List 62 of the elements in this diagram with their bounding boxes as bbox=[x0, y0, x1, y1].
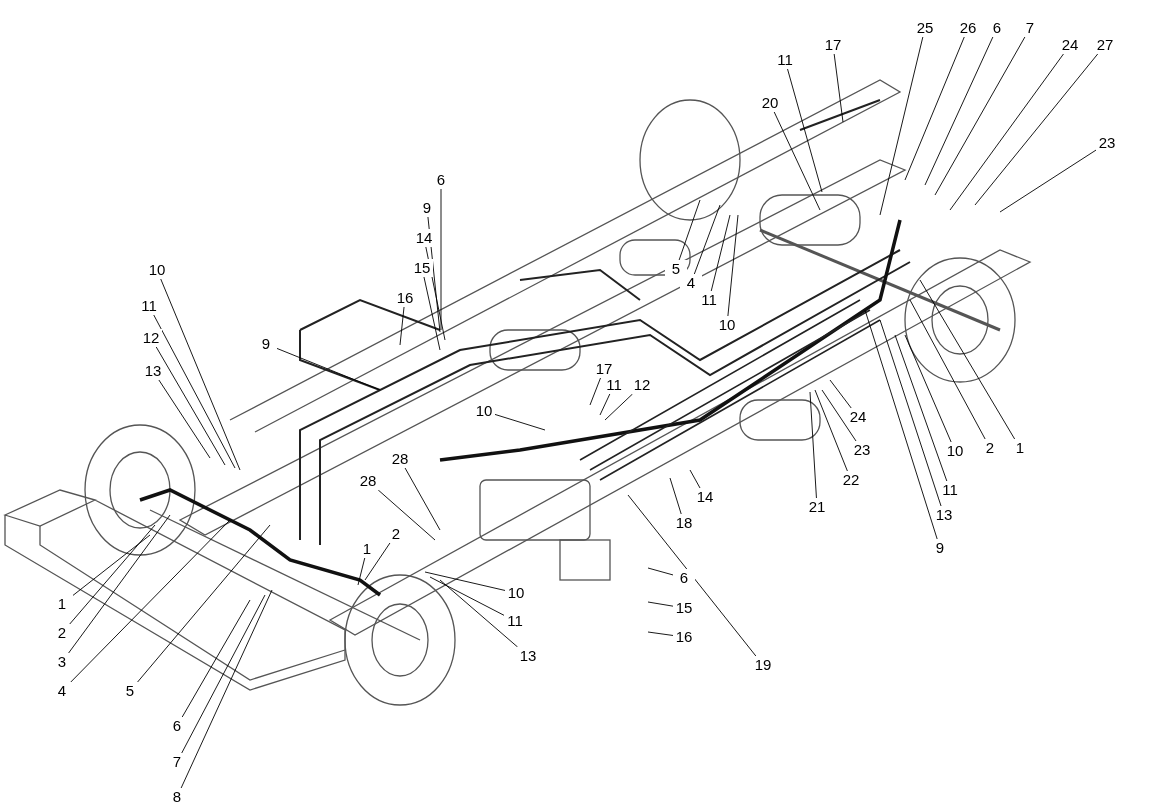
callout-number: 15 bbox=[411, 259, 433, 277]
leader-line bbox=[357, 557, 366, 586]
leader-line bbox=[627, 494, 757, 657]
leader-line bbox=[647, 567, 674, 576]
leader-line bbox=[727, 214, 739, 317]
leader-line bbox=[919, 279, 1016, 440]
leader-line bbox=[404, 467, 441, 531]
leader-line bbox=[934, 36, 1026, 196]
leader-line bbox=[494, 414, 546, 431]
leader-line bbox=[904, 334, 952, 443]
leader-line bbox=[423, 276, 441, 351]
leader-line bbox=[829, 379, 852, 409]
leader-line bbox=[424, 571, 506, 591]
leader-line bbox=[809, 391, 817, 499]
leader-line bbox=[647, 601, 674, 607]
leader-line bbox=[137, 524, 271, 683]
leader-line bbox=[155, 346, 226, 466]
leader-line bbox=[427, 216, 441, 333]
leader-line bbox=[68, 514, 171, 654]
leader-line bbox=[72, 534, 151, 596]
leader-line bbox=[864, 309, 938, 540]
leader-line bbox=[377, 489, 436, 541]
leader-line bbox=[181, 599, 251, 718]
leader-line bbox=[787, 68, 823, 193]
leader-line bbox=[604, 393, 633, 421]
leader-line bbox=[689, 469, 701, 489]
leader-line bbox=[773, 111, 821, 211]
leader-line bbox=[693, 204, 721, 275]
leader-line bbox=[589, 377, 601, 406]
leader-line bbox=[949, 53, 1064, 211]
leader-line bbox=[364, 542, 391, 581]
leader-line bbox=[276, 348, 381, 391]
callout-number: 5 bbox=[665, 260, 687, 278]
leader-line bbox=[153, 314, 236, 469]
leader-line bbox=[879, 319, 942, 507]
leader-line bbox=[833, 53, 844, 123]
leader-line bbox=[821, 389, 857, 442]
leader-line bbox=[894, 334, 948, 482]
leader-line bbox=[429, 576, 505, 616]
leader-line bbox=[69, 524, 156, 625]
leader-line bbox=[904, 36, 965, 181]
leader-line bbox=[924, 36, 994, 186]
leader-line bbox=[647, 631, 674, 636]
leader-line bbox=[814, 389, 848, 472]
leader-line bbox=[909, 299, 986, 440]
leader-line bbox=[399, 306, 405, 346]
leader-line bbox=[160, 278, 241, 471]
leader-line bbox=[974, 53, 1099, 206]
leader-line bbox=[879, 36, 924, 216]
callout-number: 14 bbox=[413, 229, 435, 247]
leader-line bbox=[70, 519, 231, 683]
leader-line bbox=[599, 393, 611, 416]
leader-line bbox=[181, 594, 266, 754]
leader-line bbox=[158, 379, 211, 459]
leader-line bbox=[678, 199, 701, 261]
leader-line bbox=[669, 477, 682, 515]
leader-line bbox=[180, 589, 273, 789]
leader-line bbox=[710, 214, 731, 292]
leader-line bbox=[440, 188, 442, 331]
leader-line bbox=[425, 246, 446, 341]
leader-line bbox=[439, 579, 519, 648]
leader-line bbox=[999, 149, 1097, 213]
